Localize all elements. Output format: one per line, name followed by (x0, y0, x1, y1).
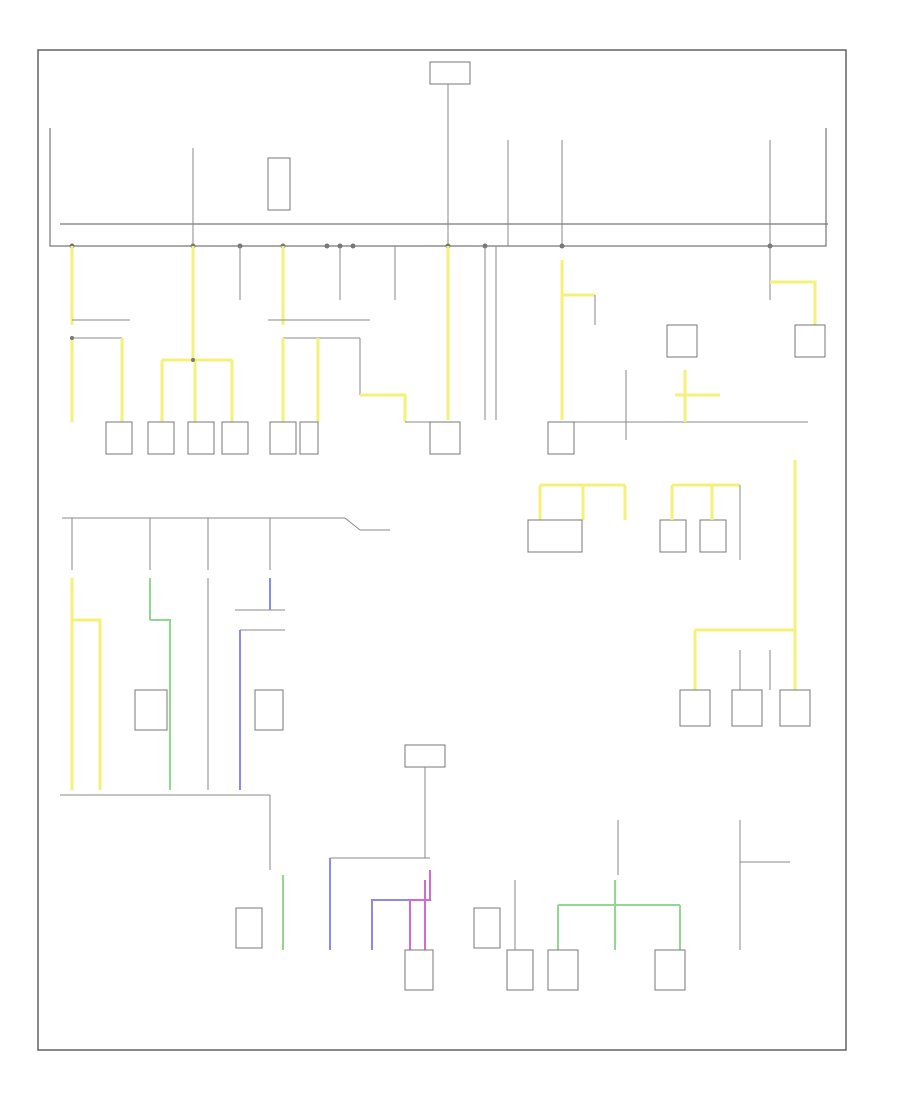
top-power-section (49, 61, 828, 420)
module-box-r3 (779, 689, 811, 727)
middle-right-section (679, 628, 811, 727)
module-box-b5 (547, 949, 579, 991)
module-box-r1 (679, 689, 711, 727)
top-fuse-box (429, 61, 471, 85)
sensor-box-right (794, 324, 826, 358)
module-box-c (187, 421, 215, 455)
module-box-g (429, 421, 461, 455)
sensor-box-lower-2 (699, 519, 727, 553)
diagram-frame (37, 49, 847, 1051)
module-box-mid-1 (134, 689, 168, 731)
middle-left-section (60, 517, 390, 870)
bottom-fuse-box (404, 744, 446, 768)
sensor-box-lower-1 (659, 519, 687, 553)
module-box-e (269, 421, 297, 455)
module-box-b4 (506, 949, 534, 991)
module-box-a (105, 421, 133, 455)
left-row-1 (70, 319, 461, 455)
sensor-box-upper (666, 324, 698, 358)
main-bus (49, 128, 827, 247)
module-box-f (299, 421, 319, 455)
right-row-1 (527, 280, 826, 630)
bottom-section (235, 744, 790, 991)
module-box-b6 (654, 949, 686, 991)
module-box-d (221, 421, 249, 455)
relay-box-top (267, 157, 291, 211)
ecm-box (527, 519, 583, 553)
module-box-b2 (404, 949, 434, 991)
module-box-r2 (731, 689, 763, 727)
module-box-b1 (235, 907, 263, 949)
module-box-b (147, 421, 175, 455)
module-box-b3 (473, 907, 501, 949)
module-box-mid-2 (254, 689, 284, 731)
relay-box-right-1 (547, 421, 575, 455)
